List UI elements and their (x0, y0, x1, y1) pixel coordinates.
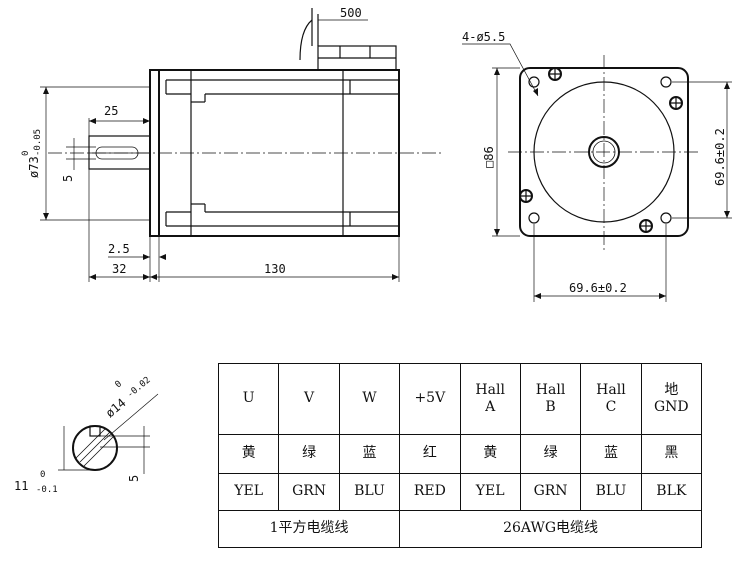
dim-key-height (66, 138, 96, 170)
motor-body (158, 69, 400, 237)
front-view: 4-ø5.5 □86 69.6±0.2 69.6±0.2 (462, 30, 732, 302)
table-cell: GRN (278, 473, 340, 511)
cell-u: U (217, 363, 280, 435)
dim-hole-spacing-v (672, 81, 732, 219)
table-cell: 绿 (278, 434, 340, 474)
pilot-tol-lower: -0.05 (33, 129, 43, 156)
cell-w: W (338, 363, 401, 435)
flat-depth-label: 11 (14, 479, 28, 493)
frame-size-label: □86 (482, 146, 496, 168)
key-width-label: 5 (127, 475, 141, 482)
holes-leader (462, 43, 539, 97)
dim-pilot-dia (40, 86, 150, 221)
dim-shaft-length (88, 118, 150, 136)
table-cell: YEL (459, 473, 521, 511)
shaft (88, 135, 151, 170)
table-row: 1平方电缆线 26AWG电缆线 (217, 510, 702, 548)
shaft-section-circle (72, 425, 118, 471)
table-cell: 红 (399, 434, 461, 474)
table-row: 黄 绿 蓝 红 黄 绿 蓝 黑 (217, 434, 703, 474)
cell-signal-cable: 26AWG电缆线 (399, 510, 702, 548)
table-cell: 蓝 (580, 434, 642, 474)
table-cell: 蓝 (338, 434, 401, 474)
shaft-dia-label: ø14 (103, 396, 129, 421)
shaft-tol-lower: -0.02 (126, 375, 153, 400)
table-cell: BLU (580, 473, 642, 511)
dim-flange-thickness (108, 236, 166, 282)
hole-spacing-v-label: 69.6±0.2 (713, 128, 727, 186)
shaft-tol-upper: 0 (114, 379, 125, 390)
table-cell: 黄 (217, 434, 280, 474)
pilot-dia-label: ø73 (27, 156, 41, 178)
shaft-length-label: 25 (104, 104, 118, 118)
dim-overall (88, 169, 400, 282)
cable-gland (299, 8, 397, 71)
flange-thickness-label: 2.5 (108, 242, 130, 256)
side-view: 500 25 2.5 32 130 (21, 6, 442, 282)
dim-frame-size (492, 67, 520, 237)
flat-tol-upper: 0 (40, 470, 45, 480)
table-cell: BLU (338, 473, 401, 511)
table-cell: YEL (217, 473, 280, 511)
holes-label: 4-ø5.5 (462, 30, 505, 44)
screws (519, 67, 683, 233)
table-cell: 黄 (459, 434, 521, 474)
cable-length-label: 500 (340, 6, 362, 20)
cell-5v: +5V (399, 363, 461, 435)
shaft-extension-label: 32 (112, 262, 126, 276)
mounting-holes (528, 76, 672, 224)
table-cell: GRN (519, 473, 582, 511)
shaft-section: ø14 0 -0.02 5 11 0 -0.1 (14, 375, 159, 495)
hole-spacing-h-label: 69.6±0.2 (569, 281, 627, 295)
cell-v: V (278, 363, 340, 435)
cell-power-cable: 1平方电缆线 (217, 510, 401, 548)
table-cell: 绿 (519, 434, 582, 474)
table-cell: 黑 (640, 434, 703, 474)
flat-tol-lower: -0.1 (36, 485, 58, 495)
table-cell: BLK (640, 473, 703, 511)
table-cell: RED (399, 473, 461, 511)
key-height-label: 5 (61, 175, 75, 182)
dim-hole-spacing-h (533, 224, 667, 302)
pilot-tol-upper: 0 (21, 151, 31, 156)
body-length-label: 130 (264, 262, 286, 276)
table-row: YEL GRN BLU RED YEL GRN BLU BLK (217, 473, 703, 511)
